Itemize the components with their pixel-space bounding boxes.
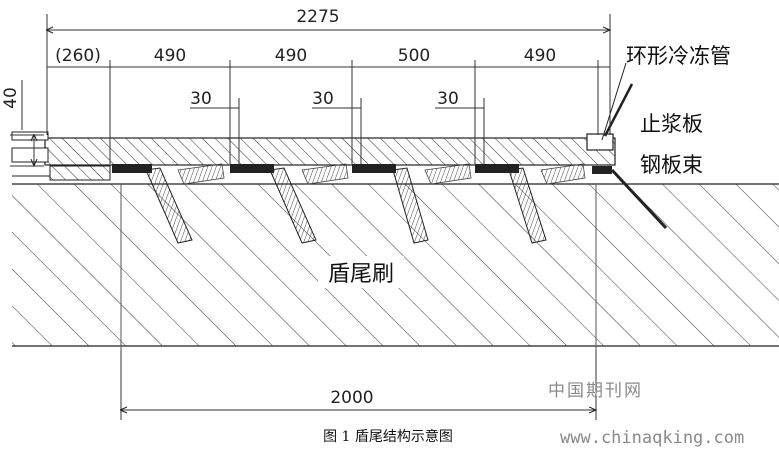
dim-segment-1: 490 <box>154 46 186 66</box>
brush-2 <box>230 163 349 244</box>
brush-3 <box>352 163 472 244</box>
dim-gap-1: 30 <box>190 89 212 109</box>
dim-total: 2275 <box>296 7 339 27</box>
label-steel-plate-bundle: 钢板束 <box>640 153 703 177</box>
brush-1 <box>112 163 225 244</box>
dim-gap-3: 30 <box>437 89 459 109</box>
tail-brushes <box>112 163 586 244</box>
watermark-cn: 中国期刊网 <box>548 381 643 401</box>
label-tail-brush: 盾尾刷 <box>328 262 394 287</box>
brush-4 <box>475 163 586 244</box>
label-freeze-pipe: 环形冷冻管 <box>626 44 731 68</box>
dim-segment-3: 500 <box>398 46 430 66</box>
dim-prefix: (260) <box>55 46 101 66</box>
label-grout-plate: 止浆板 <box>640 112 703 136</box>
watermark-url: www.chinaqking.com <box>560 428 744 448</box>
dim-bottom: 2000 <box>330 388 373 408</box>
dimension-lines <box>10 14 610 420</box>
dim-gap-2: 30 <box>312 89 334 109</box>
dim-height: 40 <box>1 87 21 109</box>
shield-tail-shell <box>11 131 616 181</box>
figure-caption: 图 1 盾尾结构示意图 <box>323 428 453 445</box>
dim-segment-2: 490 <box>275 46 307 66</box>
dim-segment-4: 490 <box>524 46 556 66</box>
